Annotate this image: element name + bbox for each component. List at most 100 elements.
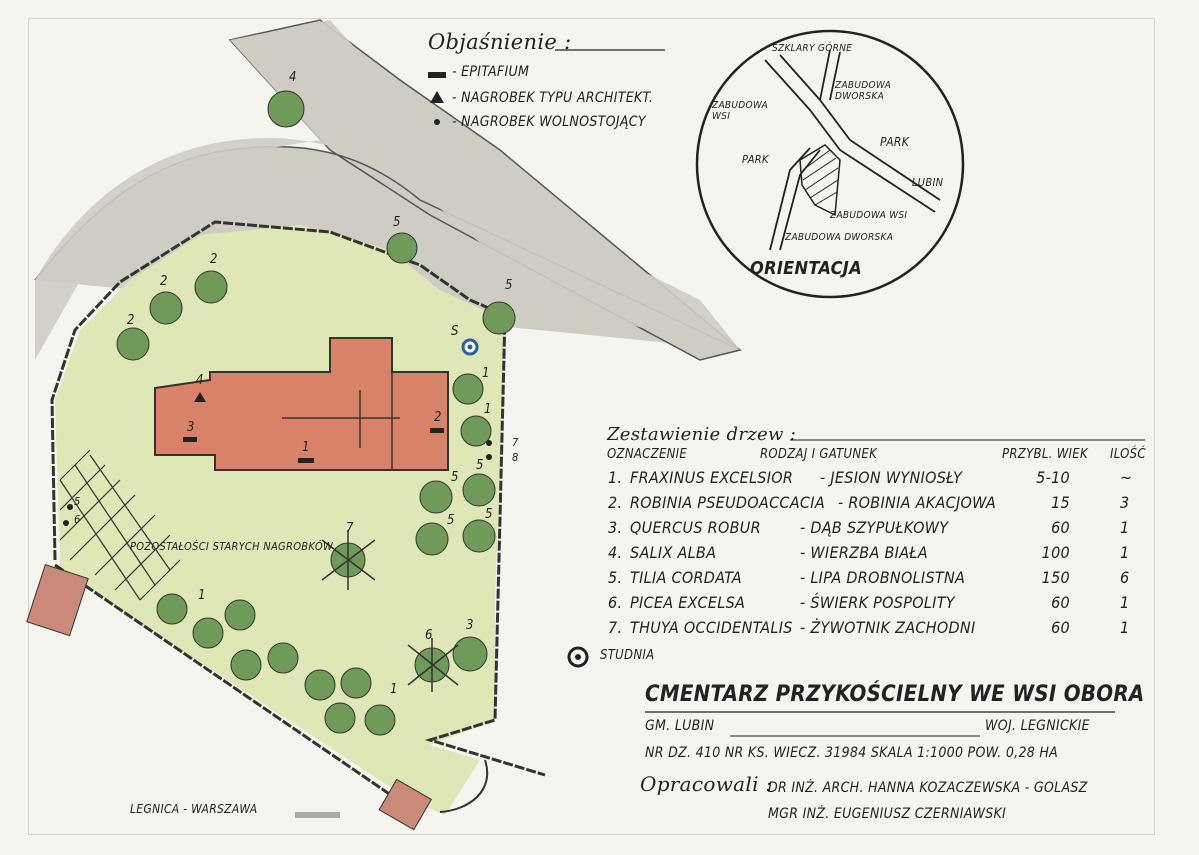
author-1: DR INŻ. ARCH. HANNA KOZACZEWSKA - GOLASZ <box>768 780 1088 796</box>
tree-ash-7[interactable] <box>230 649 262 681</box>
tree-thuja[interactable] <box>321 530 376 590</box>
tree-row-age: 100 <box>1041 543 1070 562</box>
tree-row-age: 15 <box>1051 493 1070 512</box>
tree-row-polish: - LIPA DROBNOLISTNA <box>800 568 966 587</box>
road-surface <box>35 20 740 360</box>
tree-row-polish: - ŻYWOTNIK ZACHODNI <box>800 618 976 637</box>
inset-zabudowa-dworska-bottom: ZABUDOWA DWORSKA <box>785 232 894 243</box>
tree-row-count: ~ <box>1120 468 1133 487</box>
tree-table-header-age: PRZYBL. WIEK <box>1002 447 1088 462</box>
gate-west <box>26 564 89 637</box>
tree-robinia-1[interactable] <box>194 270 228 304</box>
tree-row-count: 1 <box>1120 543 1130 562</box>
tree-label-thuja: 7 <box>346 521 354 536</box>
tree-robinia-2[interactable] <box>149 291 183 325</box>
tree-table-header-species: RODZAJ I GATUNEK <box>760 447 878 462</box>
tree-ash-1[interactable] <box>452 373 484 405</box>
tree-linden-2[interactable] <box>482 301 516 335</box>
tree-spruce[interactable] <box>407 638 459 692</box>
tree-robinia-3[interactable] <box>116 327 150 361</box>
orientation-circle <box>695 29 965 299</box>
tree-row-count: 6 <box>1120 568 1130 587</box>
tree-row-code: 4. <box>608 543 623 562</box>
inset-zabudowa-dworska-top: ZABUDOWA DWORSKA <box>835 80 892 102</box>
sheet-border <box>28 18 1155 835</box>
old-graves-hatch <box>59 449 181 601</box>
freestanding-tomb-5 <box>67 504 73 510</box>
well-legend-label: STUDNIA <box>600 648 655 663</box>
tree-row-code: 2. <box>608 493 623 512</box>
orientation-roads <box>764 49 941 251</box>
tree-label-linden-2: 5 <box>505 278 513 293</box>
architectural-tomb-4 <box>194 392 206 402</box>
cemetery-fence <box>50 220 546 777</box>
tomb-label-3: 3 <box>187 420 195 435</box>
tree-oak[interactable] <box>452 636 488 672</box>
inset-zabudowa-wsi-left: ZABUDOWA WSI <box>712 100 769 122</box>
tree-willow[interactable] <box>267 90 305 128</box>
author-2: MGR INŻ. EUGENIUSZ CZERNIAWSKI <box>768 806 1007 822</box>
tree-table-header-count: ILOŚĆ <box>1110 447 1146 462</box>
tree-ash-2[interactable] <box>460 415 492 447</box>
legend-title: Objaśnienie : <box>428 30 572 54</box>
tree-row-count: 1 <box>1120 518 1130 537</box>
tree-ash-9[interactable] <box>340 667 372 699</box>
tree-label-linden-3: 5 <box>476 458 484 473</box>
tree-row-code: 3. <box>608 518 623 537</box>
gmina-label: GM. LUBIN <box>645 718 715 734</box>
entrance-arc <box>439 759 489 813</box>
map-title: CMENTARZ PRZYKOŚCIELNY WE WSI OBORA <box>645 682 1145 707</box>
tree-ash-8[interactable] <box>304 669 336 701</box>
freestanding-tomb-6 <box>63 520 69 526</box>
legend-architectural-tomb: - NAGROBEK TYPU ARCHITEKT. <box>452 90 654 106</box>
tree-ash-6[interactable] <box>267 642 299 674</box>
tree-row-age: 60 <box>1051 593 1070 612</box>
tree-label-linden-5: 5 <box>447 513 455 528</box>
tree-label-ash-4: 1 <box>390 682 398 697</box>
grave-label-8: 8 <box>512 451 519 464</box>
authors-label: Opracowali : <box>640 772 773 796</box>
road-label: LEGNICA - WARSZAWA <box>130 802 258 816</box>
tomb-label-1: 1 <box>302 440 310 455</box>
tree-label-spruce: 6 <box>425 628 433 643</box>
inset-zabudowa-wsi-bottom: ZABUDOWA WSI <box>830 210 908 221</box>
orientation-hatch-lines <box>802 149 839 206</box>
tree-linden-6[interactable] <box>462 519 496 553</box>
freestanding-tomb-8 <box>486 454 492 460</box>
tree-row-age: 5-10 <box>1036 468 1070 487</box>
tree-linden-4[interactable] <box>462 473 496 507</box>
tree-row-latin: QUERCUS ROBUR <box>630 518 761 537</box>
tree-ash-10[interactable] <box>324 702 356 734</box>
tree-ash-5[interactable] <box>192 617 224 649</box>
tree-row-latin: TILIA CORDATA <box>630 568 742 587</box>
trees <box>116 232 516 736</box>
tree-table-title: Zestawienie drzew : <box>607 424 797 445</box>
epitaph-3 <box>183 437 197 442</box>
epitaph-1 <box>298 458 314 463</box>
tree-ash-11[interactable] <box>364 704 396 736</box>
cemetery-grounds <box>55 225 505 815</box>
tree-row-count: 3 <box>1120 493 1130 512</box>
tree-ash-3[interactable] <box>156 593 188 625</box>
tree-linden-5[interactable] <box>415 522 449 556</box>
tomb-label-2: 2 <box>434 410 442 425</box>
tree-linden-1[interactable] <box>386 232 418 264</box>
tree-row-latin: SALIX ALBA <box>630 543 717 562</box>
tree-linden-3[interactable] <box>419 480 453 514</box>
tree-row-polish: - ŚWIERK POSPOLITY <box>800 593 955 612</box>
fence-south <box>54 563 421 817</box>
inset-szklary-gorne: SZKLARY GÓRNE <box>772 43 853 54</box>
tree-label-ash-1: 1 <box>482 366 490 381</box>
tree-label-robinia-2: 2 <box>160 274 168 289</box>
tree-ash-4[interactable] <box>224 599 256 631</box>
tree-label-willow: 4 <box>289 70 297 85</box>
ruins-label: POZOSTAŁOŚCI STARYCH NAGROBKÓW <box>130 540 334 553</box>
tree-label-robinia-3: 2 <box>127 313 135 328</box>
tree-row-code: 6. <box>608 593 623 612</box>
epitaph-bar-icon <box>428 72 446 78</box>
tree-label-robinia-1: 2 <box>210 252 218 267</box>
tree-row-age: 60 <box>1051 518 1070 537</box>
tree-row-age: 60 <box>1051 618 1070 637</box>
tree-row-polish: - ROBINIA AKACJOWA <box>838 493 997 512</box>
